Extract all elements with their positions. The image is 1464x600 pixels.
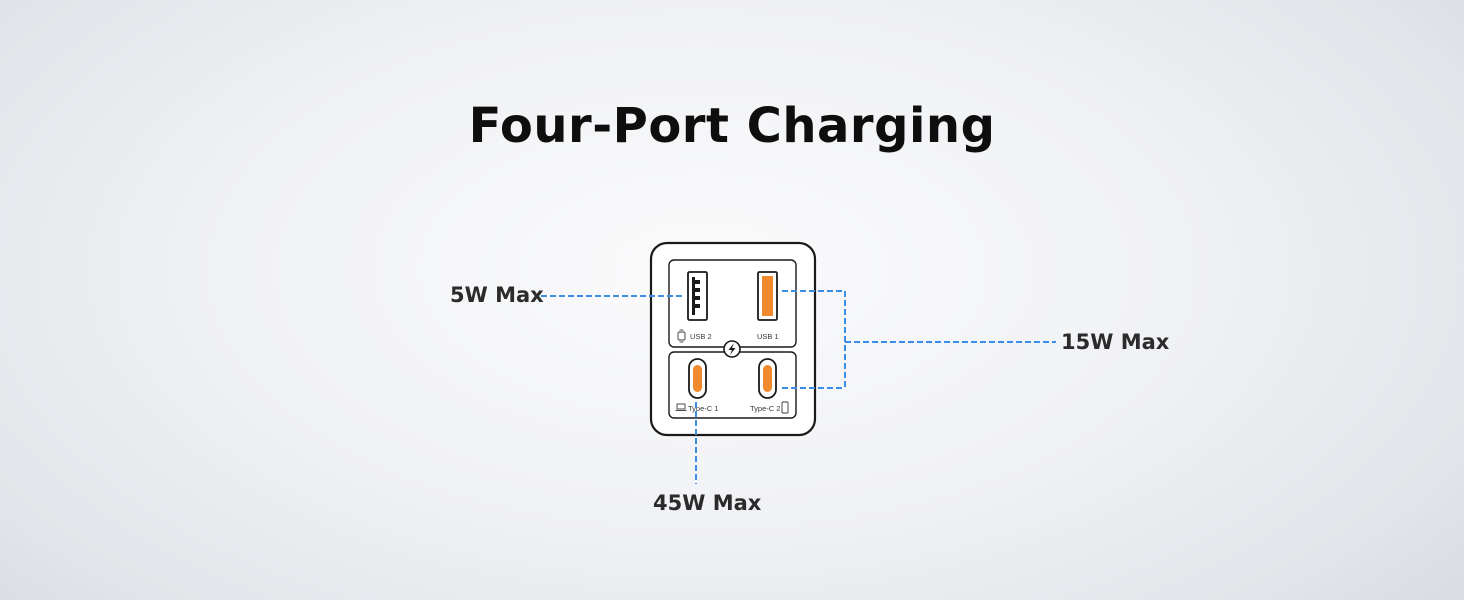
lightning-icon	[723, 340, 741, 358]
usb-c-port-1	[688, 358, 707, 399]
phone-icon	[781, 401, 789, 414]
watch-icon	[677, 329, 686, 343]
usb2-label: USB 2	[690, 332, 712, 341]
typec1-label: Type-C 1	[688, 404, 718, 413]
usb1-label: USB 1	[757, 332, 779, 341]
usb-a-port-2	[687, 271, 708, 321]
callout-15w-label: 15W Max	[1061, 330, 1170, 354]
usb-c-port-2	[758, 358, 777, 399]
typec2-label: Type-C 2	[750, 404, 780, 413]
callout-45w-label: 45W Max	[653, 491, 762, 515]
usb-a-port-1	[757, 271, 778, 321]
page-title: Four-Port Charging	[468, 98, 996, 154]
laptop-icon	[675, 403, 687, 411]
callout-5w-label: 5W Max	[450, 283, 544, 307]
